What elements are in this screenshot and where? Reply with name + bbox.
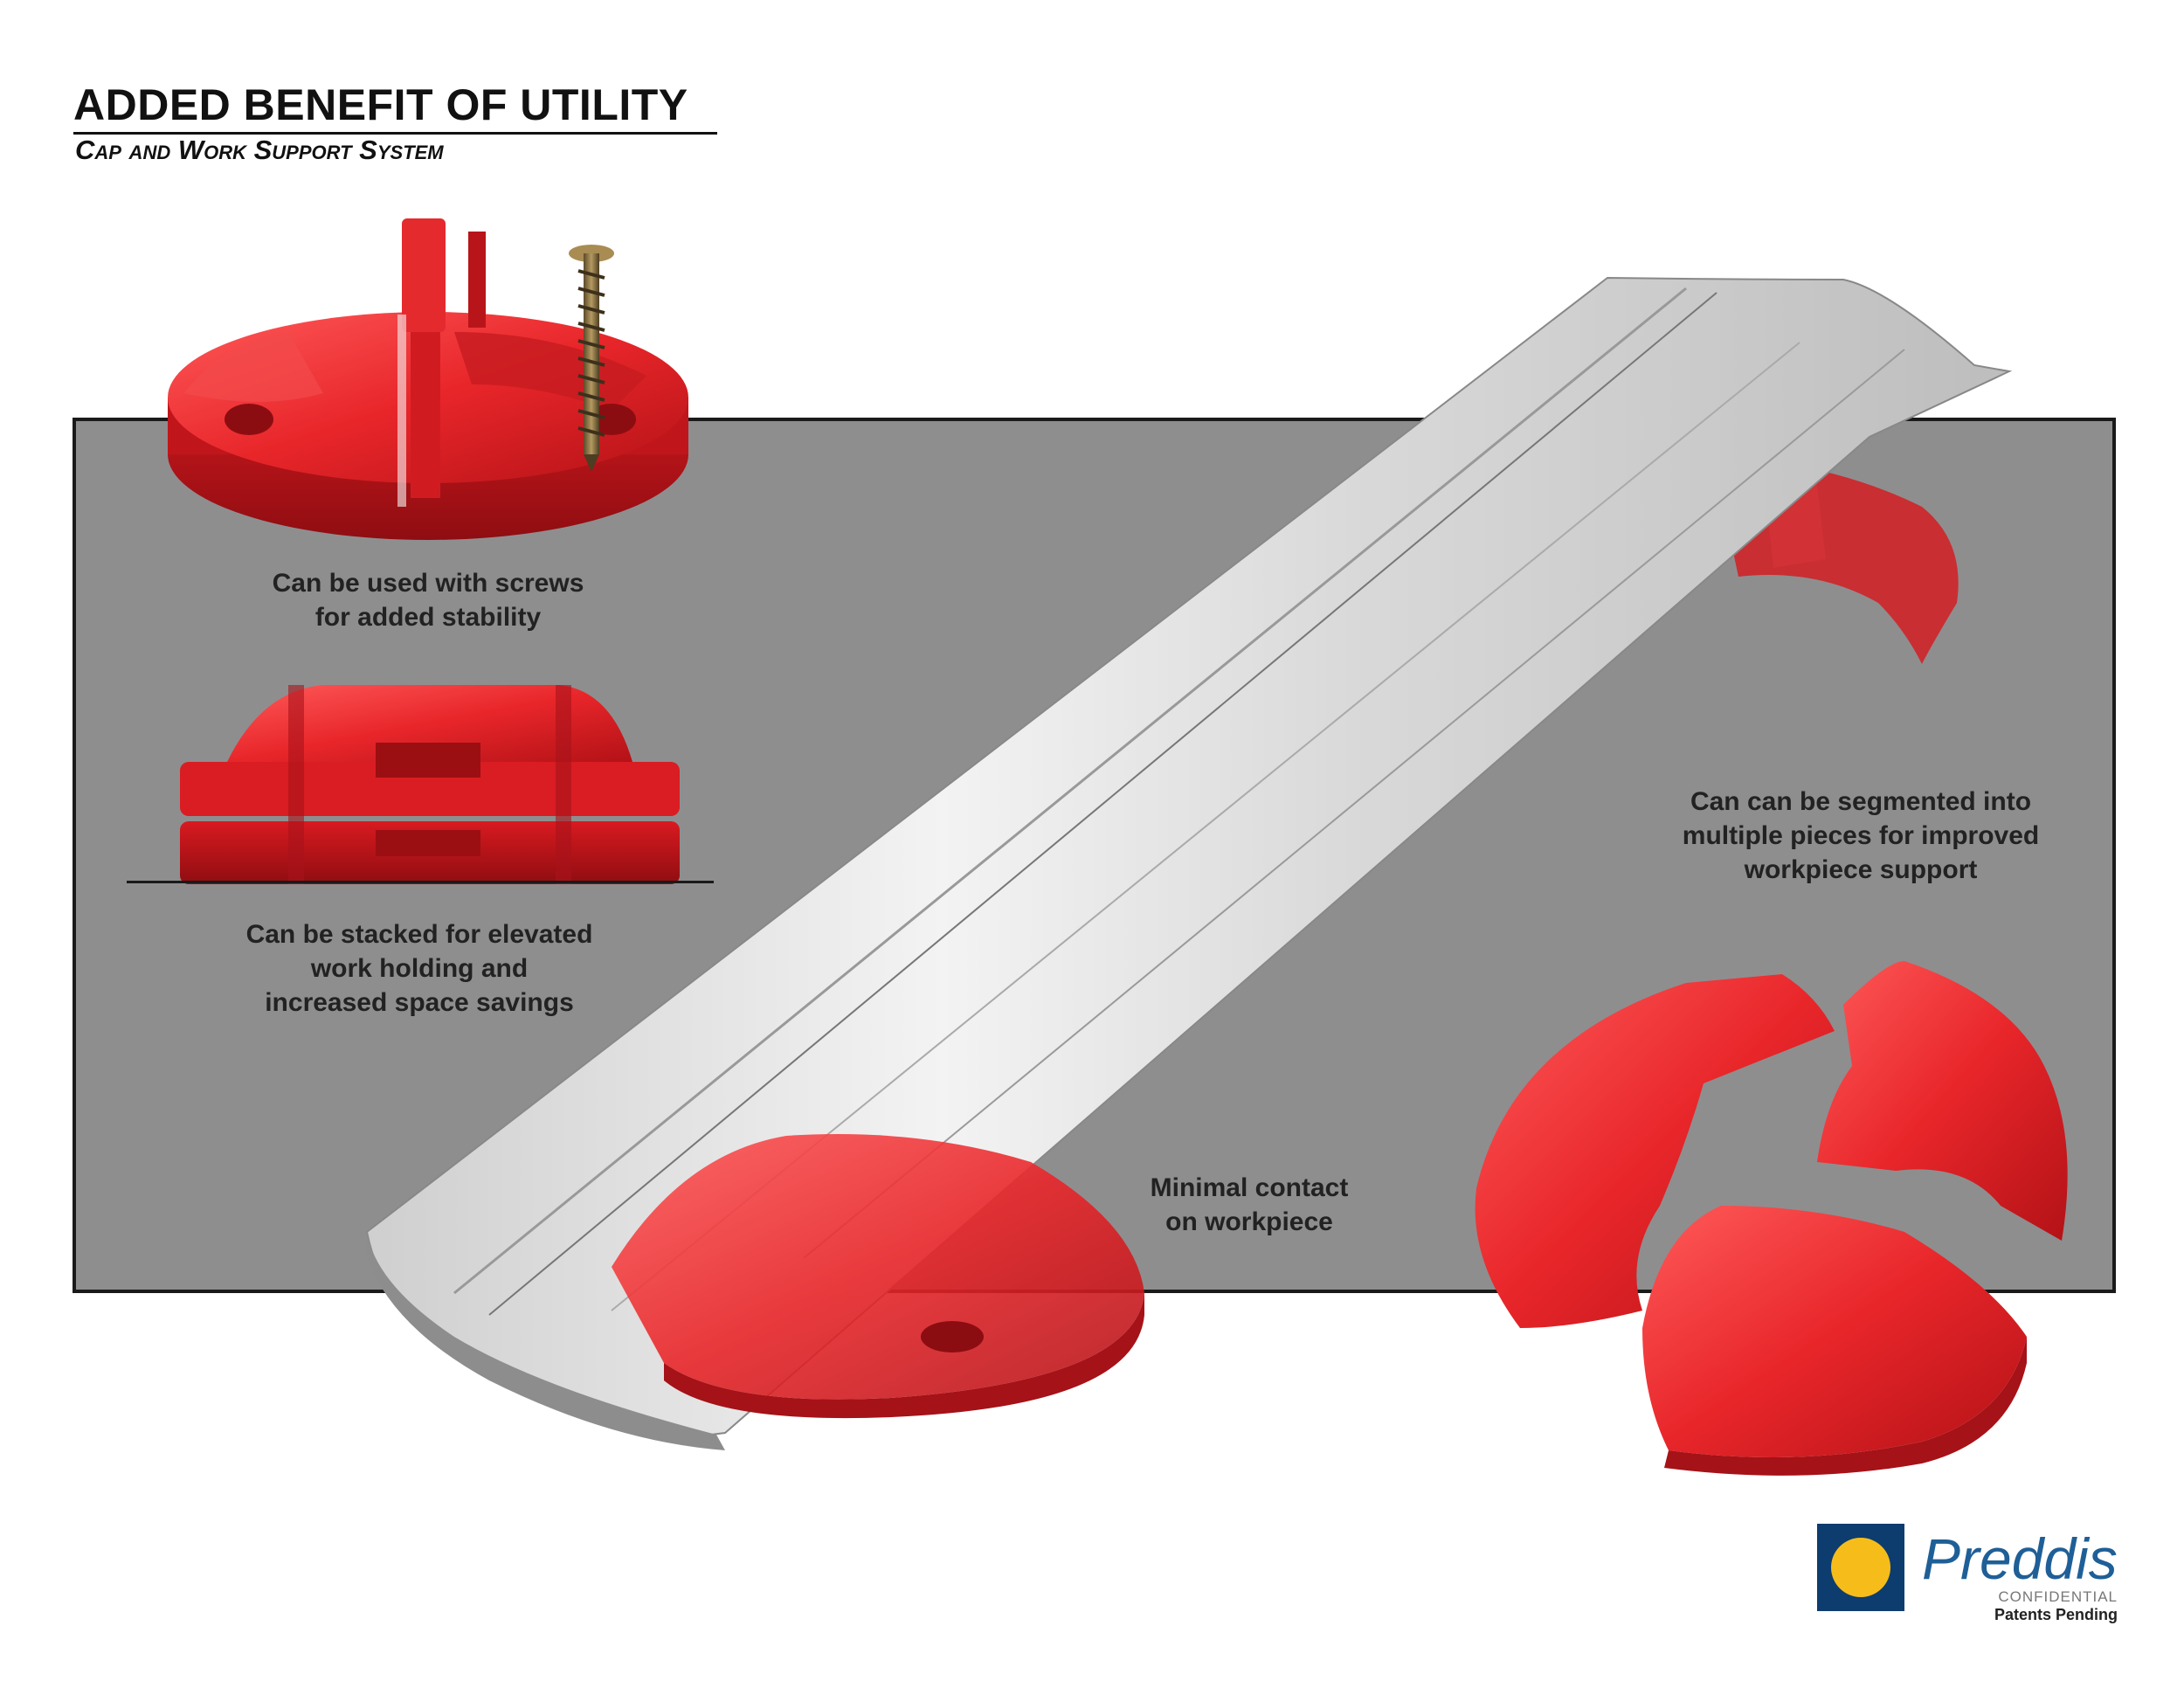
segmented-cap (1475, 961, 2068, 1476)
patent-label: Patents Pending (1994, 1606, 2118, 1623)
page-subtitle: Cap and Work Support System (75, 135, 444, 165)
caption-contact: Minimal contact on workpiece (1150, 1173, 1349, 1236)
caption-segmented: Can can be segmented into multiple piece… (1682, 787, 2040, 884)
title-underline (73, 132, 717, 135)
caption-screws: Can be used with screws for added stabil… (272, 569, 584, 632)
confidential-label: CONFIDENTIAL (1998, 1588, 2118, 1605)
logo-name: Preddis (1922, 1526, 2118, 1591)
caption-stacked: Can be stacked for elevated work holding… (245, 920, 593, 1017)
preddis-logo: Preddis CONFIDENTIAL Patents Pending (1817, 1524, 2132, 1637)
logo-mark (1817, 1524, 1904, 1611)
cap-under-molding-front (612, 1134, 1144, 1419)
stacked-caps (127, 685, 714, 884)
screw-icon (569, 245, 614, 472)
cap-with-screw (168, 218, 688, 540)
page-title: ADDED BENEFIT OF UTILITY (73, 80, 688, 129)
sun-icon (1831, 1538, 1890, 1597)
